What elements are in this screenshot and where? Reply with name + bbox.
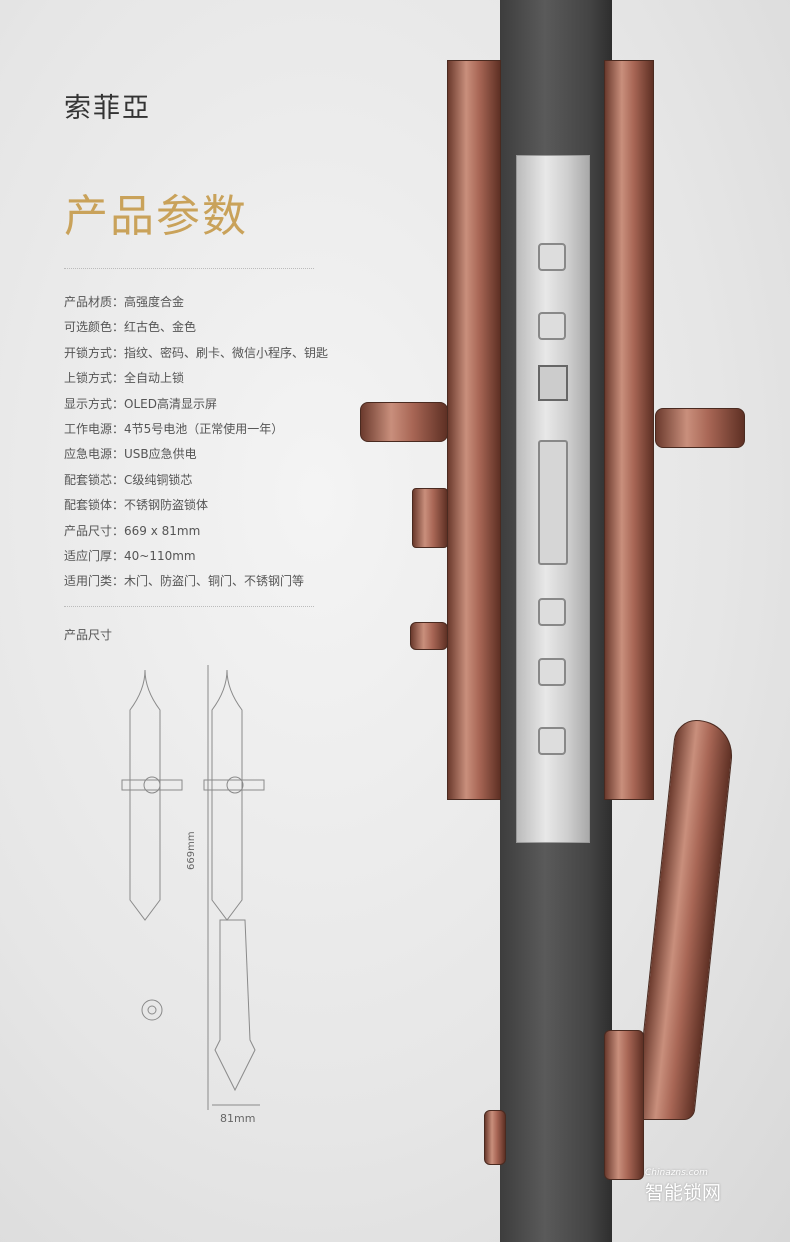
cylinder-cap <box>484 1110 506 1165</box>
spec-item: 上锁方式：全自动上锁 <box>64 371 185 386</box>
front-lock-panel <box>447 60 501 800</box>
back-lock-panel <box>604 60 654 800</box>
page-title: 产品参数 <box>64 191 248 242</box>
latch-slot <box>538 243 566 271</box>
spec-item: 产品尺寸：669 x 81mm <box>64 523 201 538</box>
spec-item: 工作电源：4节5号电池（正常使用一年） <box>64 422 284 437</box>
spec-item: 应急电源：USB应急供电 <box>64 447 197 462</box>
spec-item: 开锁方式：指纹、密码、刷卡、微信小程序、钥匙 <box>64 345 329 360</box>
lock-button <box>410 622 448 650</box>
watermark: Chinazns.com 智能锁网 <box>645 1168 721 1205</box>
handle-base <box>604 1030 644 1180</box>
brand-logo: 索菲亞 <box>64 93 151 124</box>
front-knob <box>360 402 448 442</box>
watermark-name: 智能锁网 <box>645 1182 722 1204</box>
height-dimension: 669mm <box>186 831 197 870</box>
spec-list: 产品材质：高强度合金 可选颜色：红古色、金色 开锁方式：指纹、密码、刷卡、微信小… <box>64 290 328 595</box>
deadbolt-slot <box>538 440 568 565</box>
back-panel-outline <box>211 669 243 921</box>
back-knob <box>655 408 745 448</box>
thumb-turn <box>412 488 448 548</box>
spec-item: 适应门厚：40~110mm <box>64 549 196 564</box>
latch-bolt <box>538 365 568 401</box>
latch-slot <box>538 598 566 626</box>
spec-item: 产品材质：高强度合金 <box>64 295 185 309</box>
divider <box>64 606 314 607</box>
spec-item: 配套锁芯：C级纯铜锁芯 <box>64 472 193 487</box>
spec-item: 可选颜色：红古色、金色 <box>64 320 197 335</box>
front-panel-outline <box>129 669 161 921</box>
latch-slot <box>538 727 566 755</box>
latch-slot <box>538 312 566 340</box>
handle-outline <box>214 919 256 1092</box>
spec-item: 显示方式：OLED高清显示屏 <box>64 396 217 411</box>
dimension-drawing <box>121 665 265 1110</box>
latch-slot <box>538 658 566 686</box>
divider <box>64 268 314 269</box>
width-dimension: 81mm <box>220 1112 256 1125</box>
watermark-site: Chinazns.com <box>645 1168 708 1178</box>
spec-item: 配套锁体：不锈钢防盗锁体 <box>64 498 209 513</box>
spec-item: 适用门类：木门、防盗门、铜门、不锈钢门等 <box>64 574 305 589</box>
dimension-label: 产品尺寸 <box>64 628 113 642</box>
